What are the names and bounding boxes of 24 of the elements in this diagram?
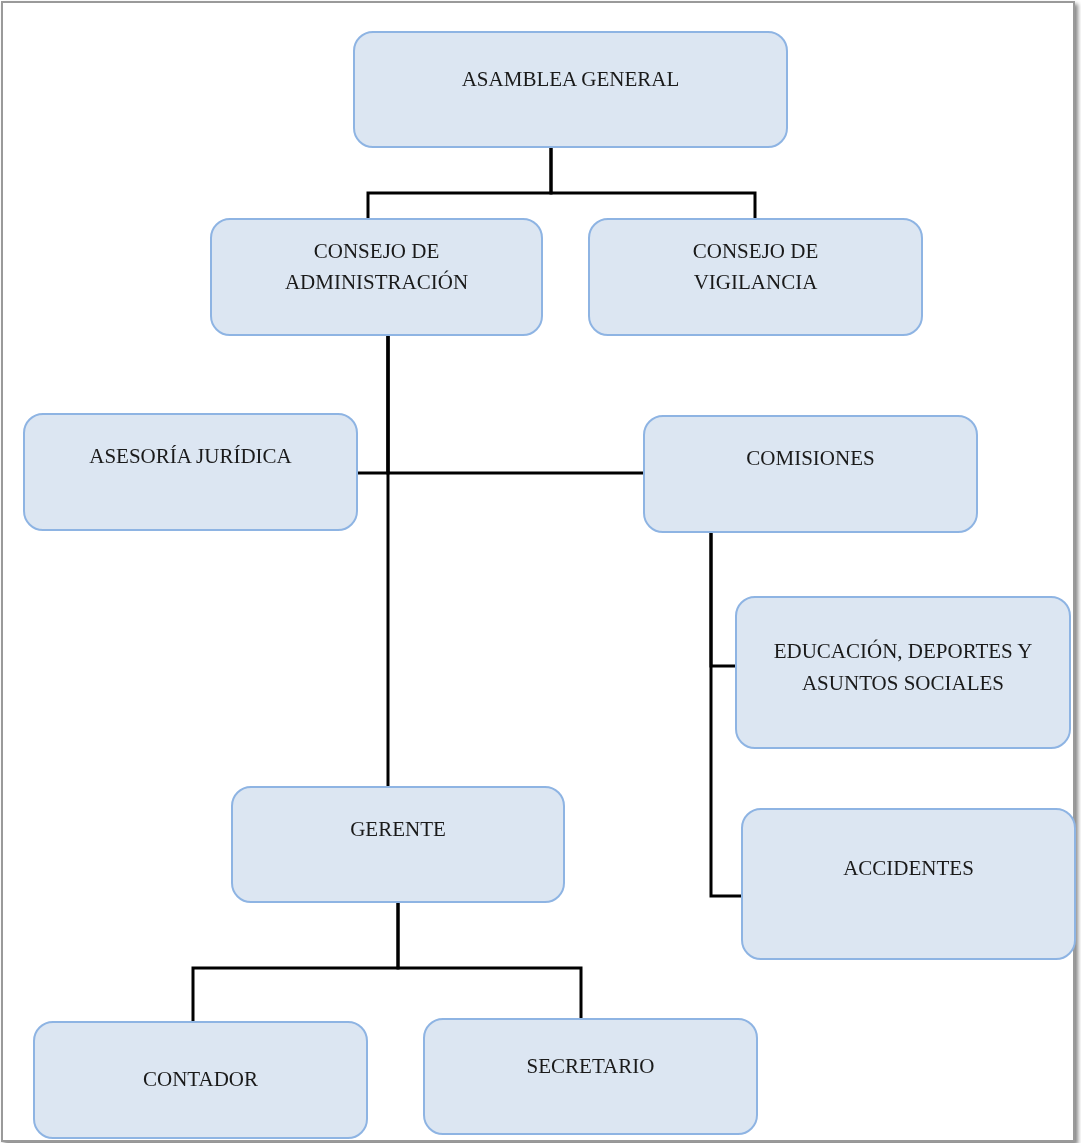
org-box (210, 218, 543, 336)
org-box (33, 1021, 368, 1139)
box-label: EDUCACIÓN, DEPORTES Y ASUNTOS SOCIALES (772, 638, 1034, 697)
box-label: GERENTE (350, 815, 446, 843)
org-box (353, 31, 788, 148)
box-label: SECRETARIO (526, 1052, 655, 1080)
connector-line (386, 336, 390, 786)
box-label: ASAMBLEA GENERAL (461, 65, 680, 93)
box-label: COMISIONES (746, 445, 875, 473)
box-label: ASESORÍA JURÍDICA (89, 443, 292, 471)
connector-line (709, 533, 741, 898)
org-box (231, 786, 565, 903)
org-box (741, 808, 1076, 960)
org-box (423, 1018, 758, 1135)
box-label: CONSEJO DE ADMINISTRACIÓN (283, 237, 470, 296)
box-label: ACCIDENTES (843, 855, 974, 883)
connector-line (549, 148, 757, 218)
box-label: CONSEJO DE VIGILANCIA (691, 237, 820, 296)
connector-line (396, 903, 583, 1018)
org-box (735, 596, 1071, 749)
org-box (588, 218, 923, 336)
org-box (23, 413, 358, 531)
box-label: CONTADOR (143, 1066, 258, 1094)
org-box (643, 415, 978, 533)
